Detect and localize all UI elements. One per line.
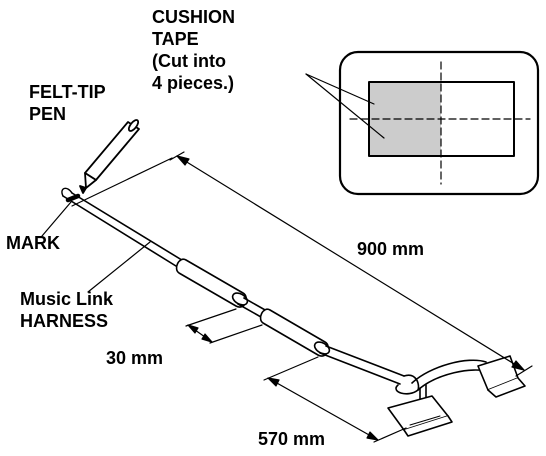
label-leaders	[41, 201, 151, 293]
cushion-tape-inset	[338, 50, 540, 196]
dimension-900mm	[71, 151, 533, 377]
mark-label: MARK	[6, 233, 60, 253]
mark-band	[65, 193, 81, 203]
dimension-570mm	[263, 356, 407, 443]
dimension-30-label: 30 mm	[106, 348, 164, 368]
inset-frame	[338, 50, 540, 196]
dimension-900-label: 900 mm	[357, 239, 425, 259]
harness-label: Music Link HARNESS	[20, 289, 114, 331]
harness-cable	[61, 187, 405, 385]
cushion-tape-label: CUSHION TAPE (Cut into 4 pieces.)	[152, 7, 236, 93]
felt-tip-pen-icon	[79, 119, 140, 194]
harness-connectors	[387, 355, 526, 437]
dimension-570-label: 570 mm	[258, 429, 326, 449]
cushion-tape-leaders	[305, 73, 385, 139]
dimension-30mm	[185, 308, 263, 344]
felt-tip-pen-label: FELT-TIP PEN	[29, 82, 106, 124]
